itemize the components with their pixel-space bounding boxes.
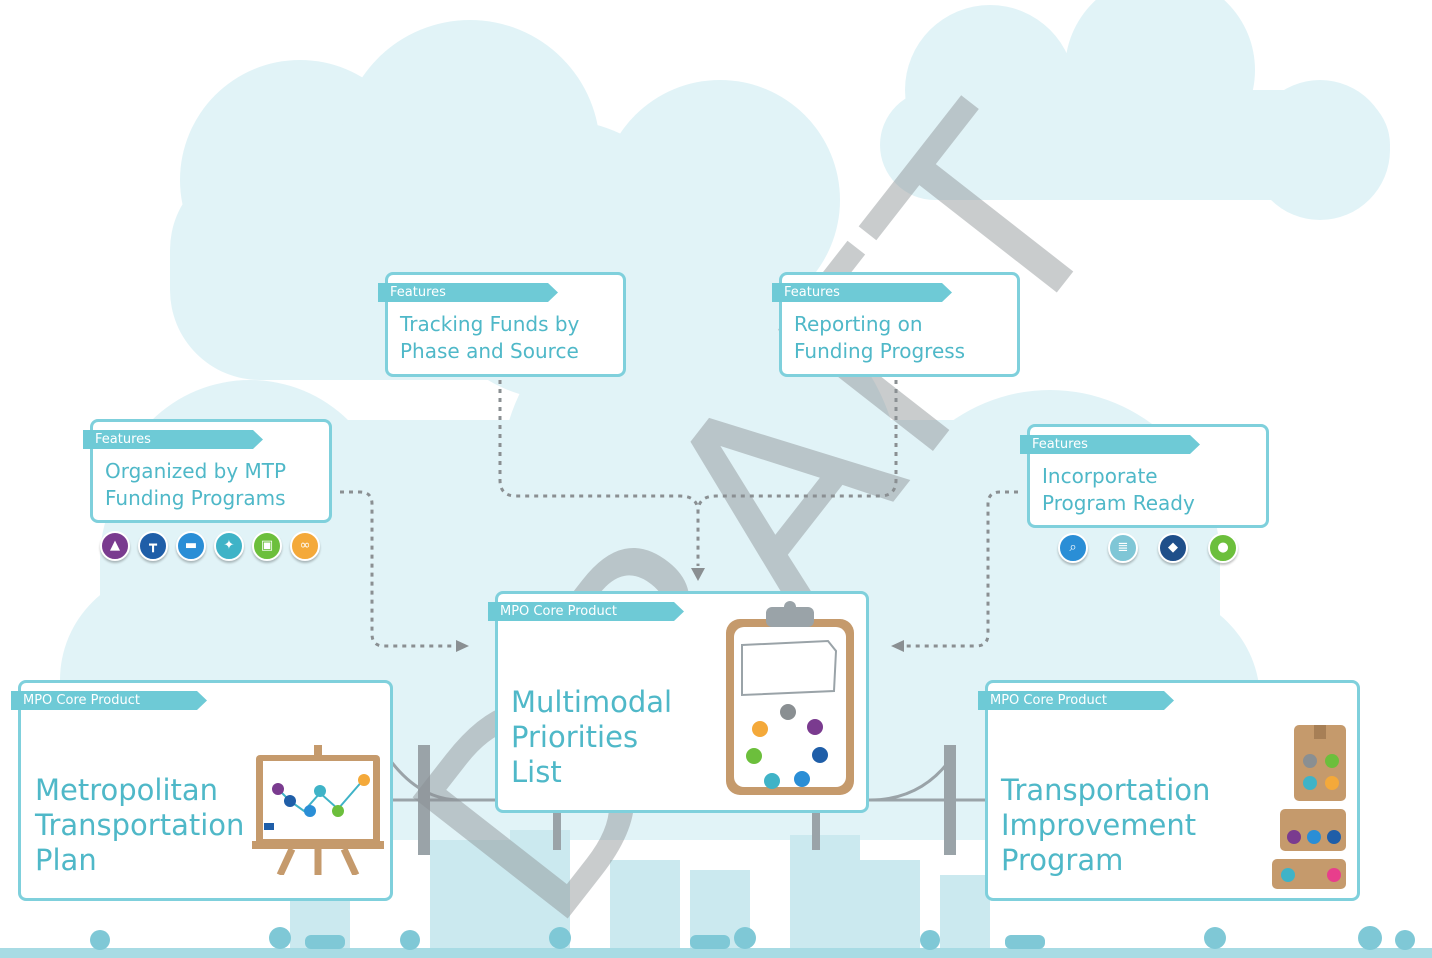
product-card-transportation-improvement: MPO Core Product Transportation Improvem… <box>985 680 1360 901</box>
feature-tag: Features <box>83 430 263 449</box>
product-card-multimodal-priorities: MPO Core Product Multimodal Priorities L… <box>495 591 869 813</box>
bus-icon: ▬ <box>176 531 206 561</box>
feature-tag: Features <box>1020 435 1200 454</box>
highway-icon: ▲ <box>100 531 130 561</box>
rail-icon: ▣ <box>252 531 282 561</box>
product-tag: MPO Core Product <box>11 691 207 710</box>
people-icon: ● <box>1208 533 1238 563</box>
feature-title: Tracking Funds by Phase and Source <box>400 312 580 363</box>
traffic-signal-icon: ┳ <box>138 531 168 561</box>
product-tag: MPO Core Product <box>488 602 684 621</box>
feature-title: Incorporate Program Ready <box>1042 464 1195 515</box>
product-tag: MPO Core Product <box>978 691 1174 710</box>
feature-tag: Features <box>378 283 558 302</box>
tag-icon: ◆ <box>1158 533 1188 563</box>
feature-title: Organized by MTP Funding Programs <box>105 459 287 510</box>
clipboard-illustration <box>726 601 854 795</box>
feature-card-tracking-funds: Features Tracking Funds by Phase and Sou… <box>385 272 626 377</box>
product-title: Transportation Improvement Program <box>1001 773 1211 877</box>
feature-tag: Features <box>772 283 952 302</box>
product-card-metropolitan-plan: MPO Core Product Metropolitan Transporta… <box>18 680 393 901</box>
feature-card-mtp-funding-programs: Features Organized by MTP Funding Progra… <box>90 419 332 523</box>
document-icon: ≣ <box>1108 533 1138 563</box>
stacked-boxes-illustration <box>1272 725 1346 889</box>
easel-chart-illustration <box>252 745 384 875</box>
product-title: Multimodal Priorities List <box>511 685 673 789</box>
search-icon: ⌕ <box>1058 533 1088 563</box>
feature-title: Reporting on Funding Progress <box>794 312 966 363</box>
feature-card-program-ready: Features Incorporate Program Ready <box>1027 424 1269 528</box>
pedestrian-icon: ✦ <box>214 531 244 561</box>
feature-card-reporting-progress: Features Reporting on Funding Progress <box>779 272 1020 377</box>
product-title: Metropolitan Transportation Plan <box>35 773 245 877</box>
bicycle-icon: ∞ <box>290 531 320 561</box>
